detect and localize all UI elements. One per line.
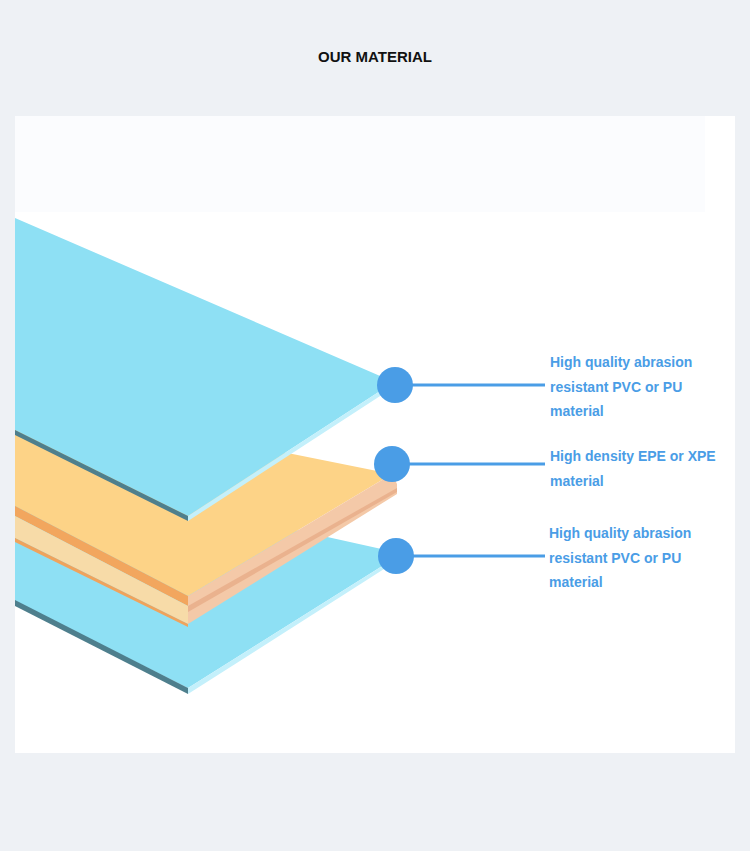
leader-line <box>392 463 545 466</box>
callout-dot <box>377 367 413 403</box>
foam-edge <box>15 516 188 624</box>
layer-label: High density EPE or XPE material <box>550 444 735 493</box>
title: OUR MATERIAL <box>0 48 750 65</box>
top-sheet <box>15 218 394 516</box>
leader-line <box>396 555 545 558</box>
callout-dot <box>374 446 410 482</box>
leader-line <box>395 384 545 387</box>
callout-dot <box>378 538 414 574</box>
top-sheet-edge <box>15 430 188 521</box>
panel <box>15 116 735 753</box>
layer-label: High quality abrasion resistant PVC or P… <box>550 350 735 424</box>
layer-label: High quality abrasion resistant PVC or P… <box>549 521 734 595</box>
panel-band <box>15 116 705 212</box>
foam-edge <box>188 488 397 612</box>
foam-edge <box>15 538 188 627</box>
top-sheet-edge <box>188 382 394 521</box>
foam-edge <box>15 506 188 606</box>
